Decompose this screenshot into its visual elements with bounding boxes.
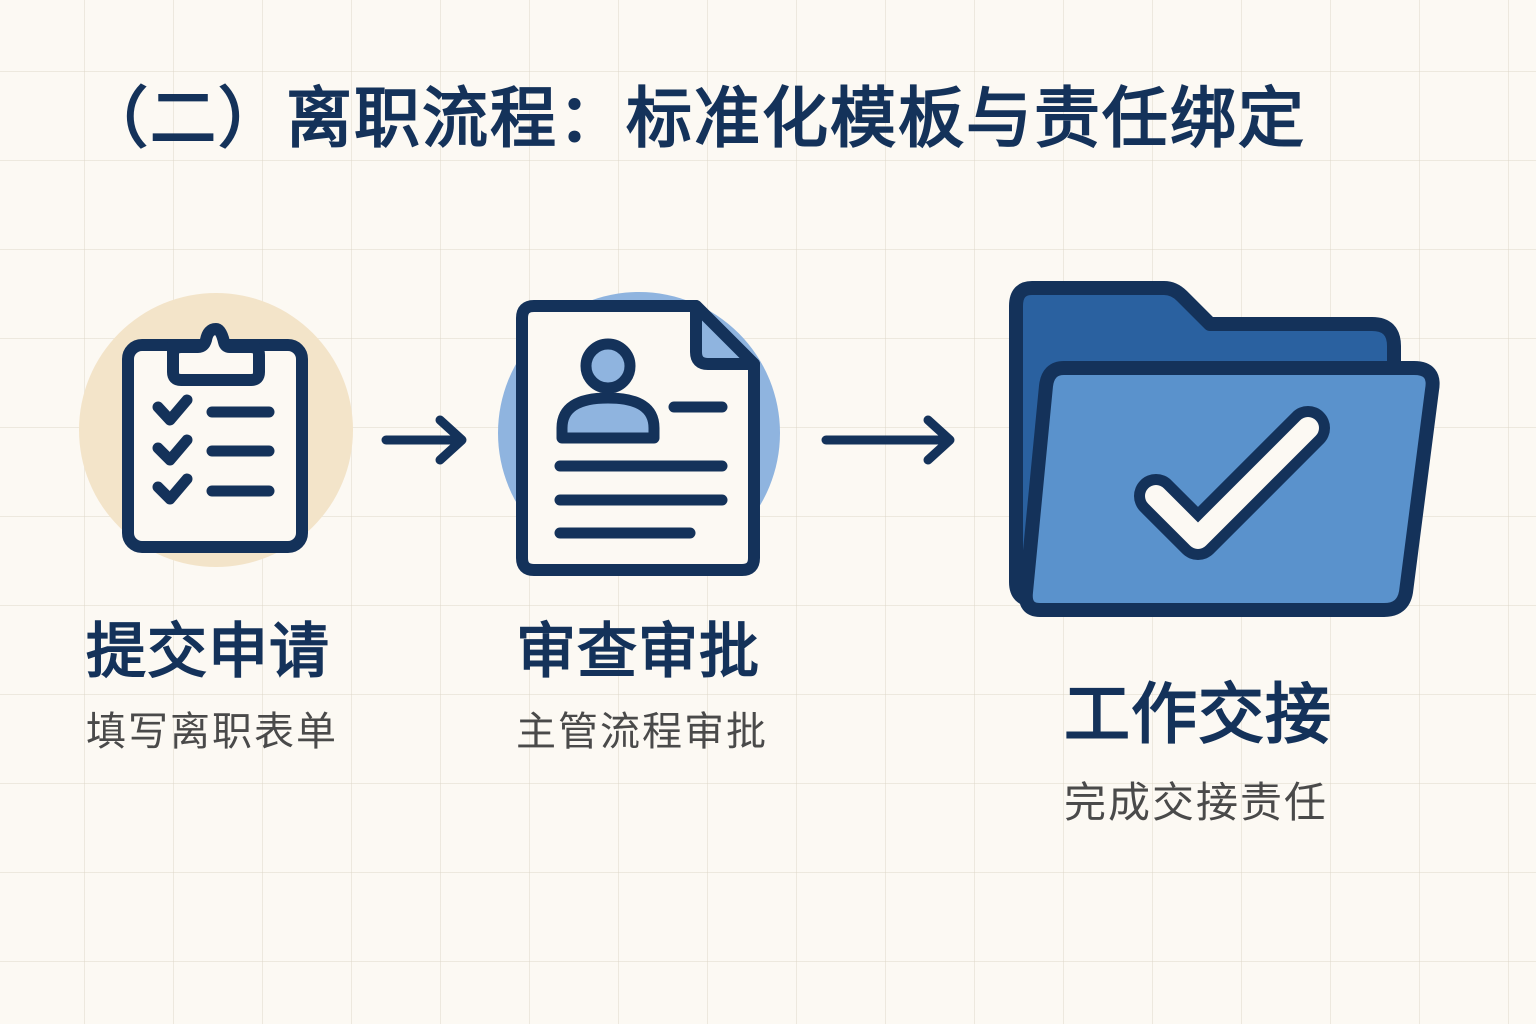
step-3-description: 完成交接责任 — [1064, 778, 1329, 827]
page-title: （二）离职流程：标准化模板与责任绑定 — [82, 80, 1306, 157]
step-2-icon-group — [496, 290, 786, 582]
clipboard-checklist-icon — [79, 293, 353, 567]
step-1-title: 提交申请 — [86, 617, 330, 687]
connector-arrow-2 — [818, 412, 958, 468]
step-2-description: 主管流程审批 — [516, 709, 768, 755]
step-2-title: 审查审批 — [516, 617, 760, 687]
profile-document-icon — [498, 292, 780, 576]
connector-arrow-1 — [378, 412, 470, 468]
step-3-icon-group — [1004, 280, 1440, 622]
folder-check-icon — [1009, 281, 1440, 617]
step-1-description: 填写离职表单 — [86, 709, 338, 755]
arrow-right-icon — [381, 415, 467, 465]
arrow-right-icon — [821, 415, 955, 465]
step-1-icon-group — [78, 292, 358, 572]
step-3-title: 工作交接 — [1064, 676, 1332, 753]
